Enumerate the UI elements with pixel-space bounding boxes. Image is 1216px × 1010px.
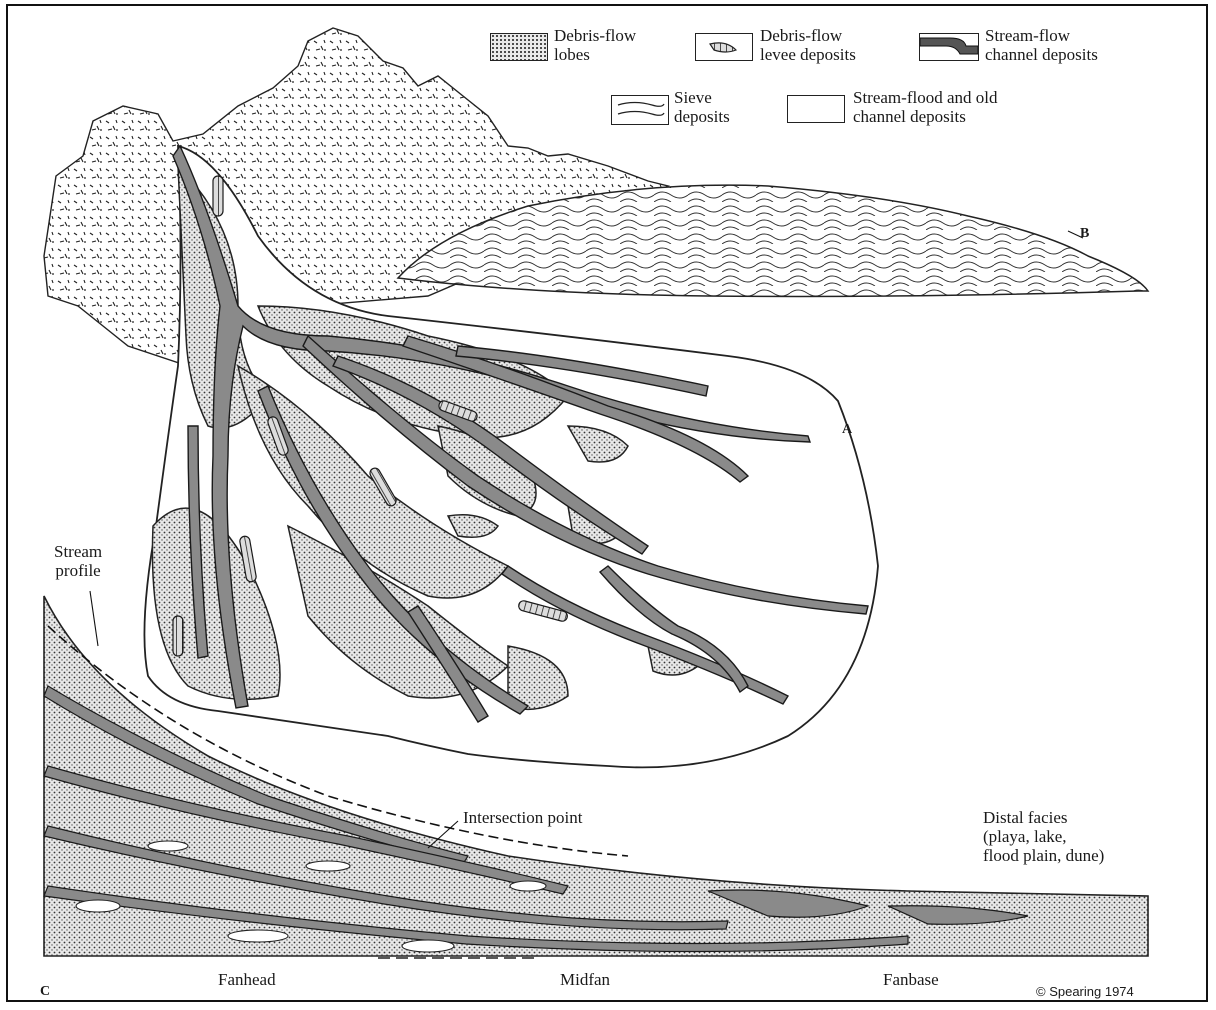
sieve-swatch-icon <box>612 96 668 124</box>
legend-swatch-stream-channel <box>919 33 979 61</box>
label-fanhead: Fanhead <box>218 970 276 989</box>
legend-swatch-debris-levee <box>695 33 753 61</box>
label-c: C <box>40 982 50 1001</box>
label-intersection-point: Intersection point <box>463 808 582 827</box>
credit-text: © Spearing 1974 <box>1036 984 1134 999</box>
legend-swatch-sieve <box>611 95 669 125</box>
label-distal-facies: Distal facies(playa, lake,flood plain, d… <box>983 808 1104 865</box>
label-fanbase: Fanbase <box>883 970 939 989</box>
channel-swatch-icon <box>920 34 978 60</box>
label-midfan: Midfan <box>560 970 610 989</box>
stream-profile-pointer <box>90 591 98 646</box>
legend-swatch-debris-lobes <box>490 33 548 61</box>
levee-swatch-icon <box>696 34 752 60</box>
label-a: A <box>842 420 852 439</box>
label-b: B <box>1080 224 1089 243</box>
legend-swatch-stream-flood <box>787 95 845 123</box>
